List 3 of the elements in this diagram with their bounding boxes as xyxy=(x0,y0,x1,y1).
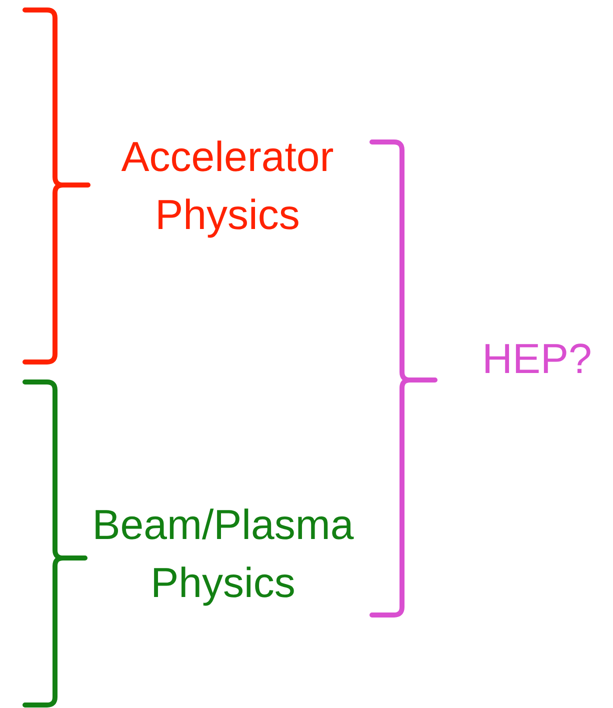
field-label: HEP? xyxy=(481,334,593,384)
field-label: Accelerator Physics xyxy=(120,132,335,240)
field-label: Beam/Plasma Physics xyxy=(91,500,355,608)
